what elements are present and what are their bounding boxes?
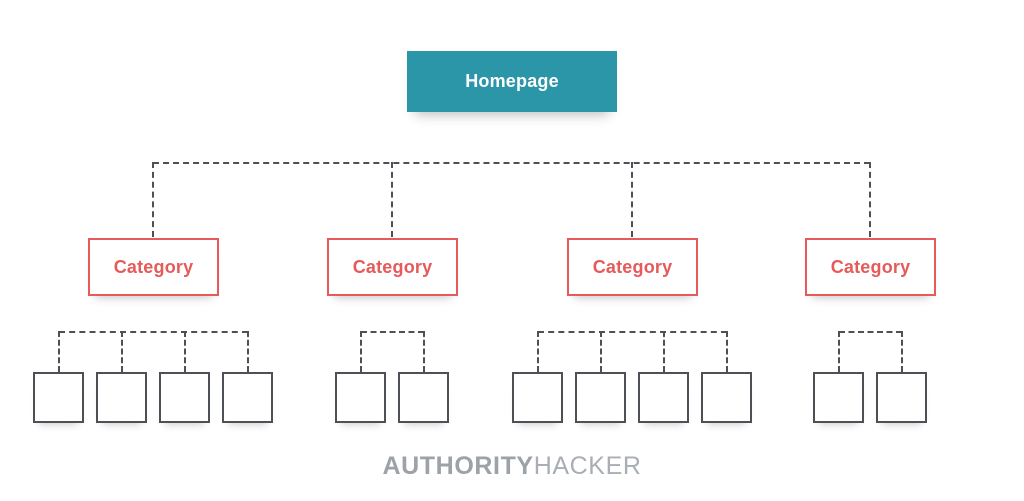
child-connector-bus (838, 331, 902, 333)
child-connector-drop (837, 331, 840, 372)
page-square-node (512, 372, 563, 423)
child-connector-drop (662, 331, 665, 372)
page-square-node (876, 372, 927, 423)
child-connector-bus (537, 331, 727, 333)
page-square-node (222, 372, 273, 423)
page-square-node (813, 372, 864, 423)
page-square-node (33, 372, 84, 423)
page-square-node (638, 372, 689, 423)
category-node: Category (327, 238, 458, 296)
child-connector-drop (725, 331, 728, 372)
top-connector-bus (153, 162, 870, 164)
child-connector-drop (359, 331, 362, 372)
brand-logo-bold-part: AUTHORITY (382, 452, 534, 480)
homepage-label: Homepage (465, 71, 559, 91)
child-connector-drop (57, 331, 60, 372)
child-connector-drop (183, 331, 186, 372)
page-square-node (398, 372, 449, 423)
page-square-node (701, 372, 752, 423)
top-connector-drop (152, 162, 154, 237)
child-connector-bus (58, 331, 248, 333)
page-square-node (96, 372, 147, 423)
top-connector-drop (869, 162, 871, 237)
page-square-node (335, 372, 386, 423)
page-square-node (159, 372, 210, 423)
child-connector-drop (536, 331, 539, 372)
brand-logo-light-part: HACKER (533, 452, 642, 480)
brand-logo: AUTHORITYHACKER (0, 452, 1024, 481)
category-node: Category (567, 238, 698, 296)
page-square-node (575, 372, 626, 423)
child-connector-bus (360, 331, 424, 333)
category-node: Category (805, 238, 936, 296)
child-connector-drop (599, 331, 602, 372)
top-connector-drop (391, 162, 393, 237)
homepage-node: Homepage (407, 51, 617, 112)
child-connector-drop (120, 331, 123, 372)
category-node: Category (88, 238, 219, 296)
child-connector-drop (900, 331, 903, 372)
child-connector-drop (246, 331, 249, 372)
top-connector-drop (631, 162, 633, 237)
child-connector-drop (422, 331, 425, 372)
